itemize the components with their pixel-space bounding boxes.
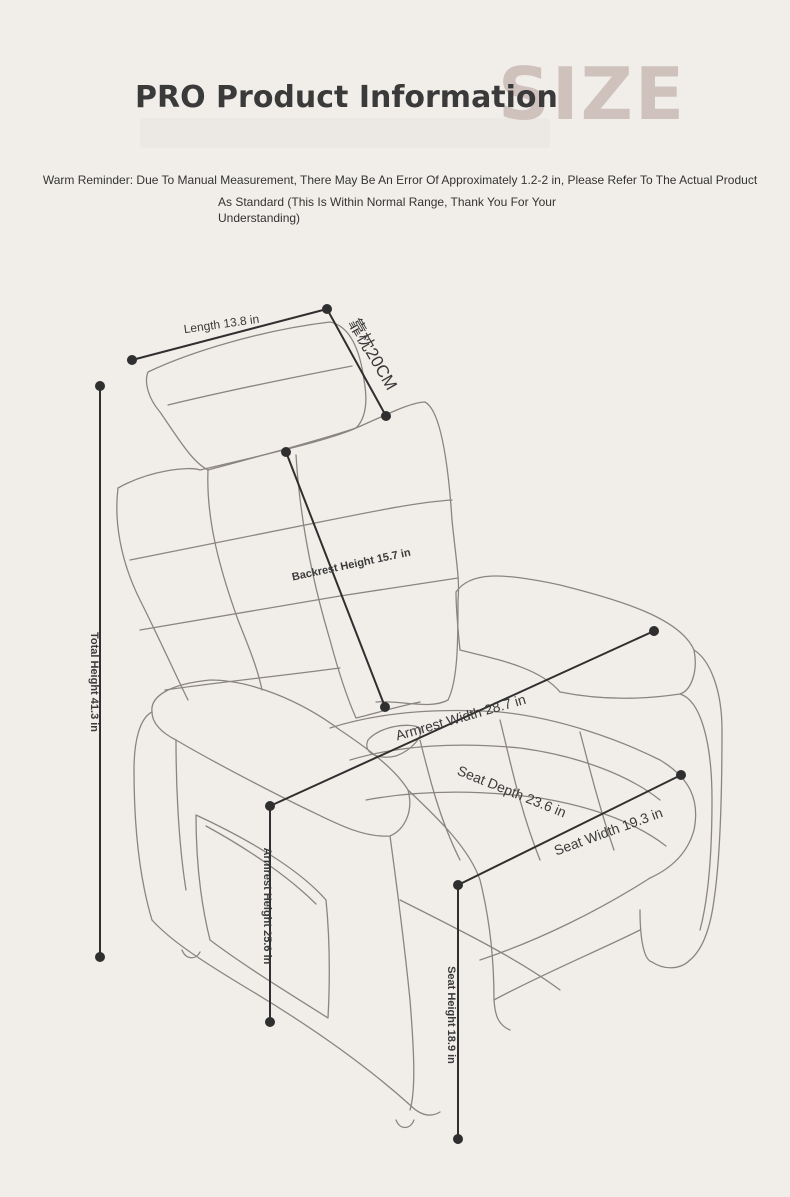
header: SIZE PRO Product Information Warm Remind… <box>0 0 790 240</box>
armrest-width-line <box>269 630 655 807</box>
warm-reminder: Warm Reminder: Due To Manual Measurement… <box>40 172 760 226</box>
endpoint <box>649 626 659 636</box>
headrest-line <box>326 308 387 417</box>
endpoint <box>453 880 463 890</box>
armrest-height-label: Armrest Height 25.6 in <box>261 848 273 965</box>
length-label: Length 13.8 in <box>183 312 260 336</box>
armrest-width-label: Armrest Width 28.7 in <box>394 691 528 743</box>
endpoint <box>381 411 391 421</box>
endpoint <box>265 1017 275 1027</box>
endpoint <box>281 447 291 457</box>
endpoint <box>453 1134 463 1144</box>
length-line <box>131 308 328 361</box>
chair-outline <box>116 321 723 1129</box>
reminder-line-2: As Standard (This Is Within Normal Range… <box>218 195 556 225</box>
title-shadow <box>140 118 550 148</box>
size-watermark: SIZE <box>498 52 687 136</box>
backrest-line <box>285 451 386 708</box>
reminder-line-1: Warm Reminder: Due To Manual Measurement… <box>42 173 758 187</box>
endpoint <box>676 770 686 780</box>
endpoint <box>95 381 105 391</box>
headrest-tag-label: 靠枕20CM <box>345 315 401 393</box>
backrest-height-label: Backrest Height 15.7 in <box>291 547 412 584</box>
measure-lines <box>99 308 682 1139</box>
seat-height-label: Seat Height 18.9 in <box>445 966 457 1064</box>
total-height-label: Total Height 41.3 in <box>88 632 100 732</box>
endpoint <box>322 304 332 314</box>
endpoint <box>127 355 137 365</box>
endpoint <box>95 952 105 962</box>
measure-endpoints <box>95 304 686 1144</box>
page-title: PRO Product Information <box>135 80 558 115</box>
endpoint <box>380 702 390 712</box>
endpoint <box>265 801 275 811</box>
seat-width-line <box>457 774 682 886</box>
